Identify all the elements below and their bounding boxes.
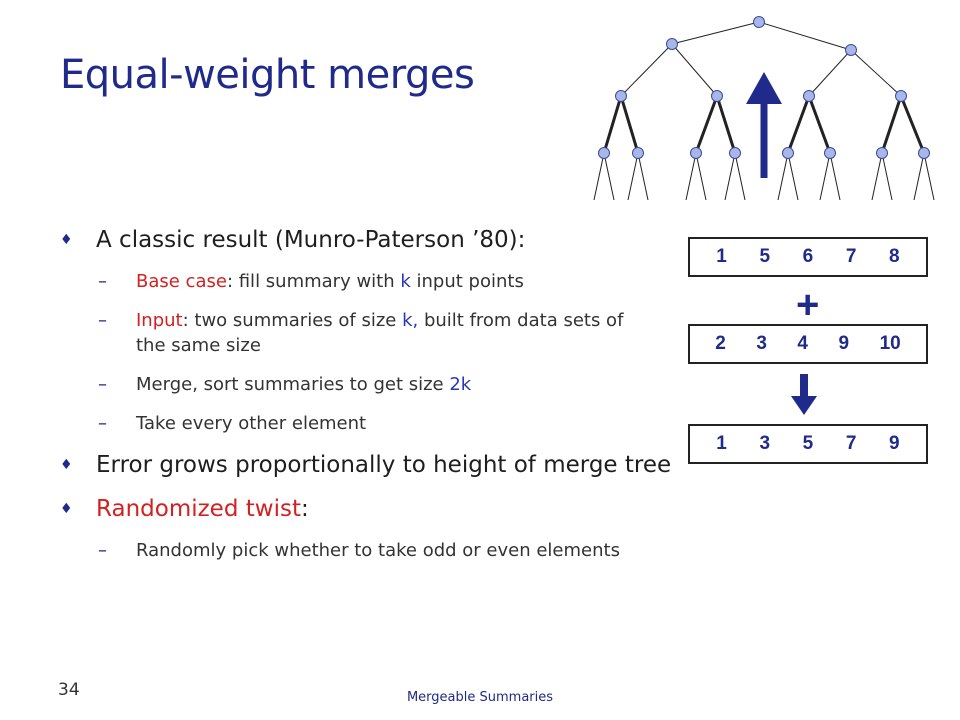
- diamond-bullet-icon: ♦: [60, 457, 73, 473]
- summary-value: 5: [802, 433, 814, 454]
- plus-sign: +: [796, 283, 820, 327]
- dash-bullet-icon: –: [98, 413, 107, 434]
- summary-value: 8: [889, 246, 900, 267]
- summary-value: 3: [756, 333, 767, 354]
- slide-title: Equal-weight merges: [60, 52, 475, 98]
- merge-tree-diagram: [593, 16, 935, 201]
- summary-value: 6: [802, 246, 814, 267]
- summary-box-first: 1 5 6 7 8: [688, 237, 928, 277]
- summary-box-second: 2 3 4 9 10: [688, 324, 928, 364]
- tree-edges: [593, 21, 935, 201]
- dash-bullet-icon: –: [98, 310, 107, 331]
- down-arrow-icon: [791, 374, 817, 415]
- sub-bullet-random-pick: – Randomly pick whether to take odd or e…: [98, 540, 620, 561]
- footer-text: Mergeable Summaries: [406, 690, 554, 705]
- dash-bullet-icon: –: [98, 540, 107, 561]
- summary-value: 9: [889, 433, 900, 454]
- tree-nodes: [598, 16, 930, 159]
- bullet-list: ♦ A classic result (Munro-Paterson ’80):…: [60, 225, 820, 577]
- summary-value: 10: [879, 333, 901, 354]
- diamond-bullet-icon: ♦: [60, 501, 73, 517]
- page-number: 34: [58, 680, 80, 700]
- bullet-error-grows: ♦ Error grows proportionally to height o…: [60, 452, 672, 478]
- sub-bullet-every-other: – Take every other element: [98, 413, 367, 434]
- summary-box-merged: 1 3 5 7 9: [688, 424, 928, 464]
- summary-value: 7: [845, 433, 857, 454]
- summary-value: 2: [715, 333, 726, 354]
- sub-bullet-base-case: – Base case: fill summary with k input p…: [98, 271, 524, 292]
- summary-value: 7: [845, 246, 857, 267]
- summary-value: 1: [716, 433, 727, 454]
- summary-value: 4: [797, 333, 808, 354]
- dash-bullet-icon: –: [98, 271, 107, 292]
- dash-bullet-icon: –: [98, 374, 107, 395]
- summary-value: 3: [759, 433, 771, 454]
- summary-value: 9: [838, 333, 850, 354]
- sub-bullet-input: – Input: two summaries of size k, built …: [98, 310, 624, 356]
- sub-bullet-merge-sort: – Merge, sort summaries to get size 2k: [98, 374, 472, 395]
- bullet-classic-result: ♦ A classic result (Munro-Paterson ’80):: [60, 227, 526, 253]
- bullet-randomized-twist: ♦ Randomized twist:: [60, 496, 309, 522]
- summary-value: 5: [759, 246, 771, 267]
- summary-value: 1: [716, 246, 727, 267]
- diamond-bullet-icon: ♦: [60, 232, 73, 248]
- up-arrow-icon: [746, 72, 782, 178]
